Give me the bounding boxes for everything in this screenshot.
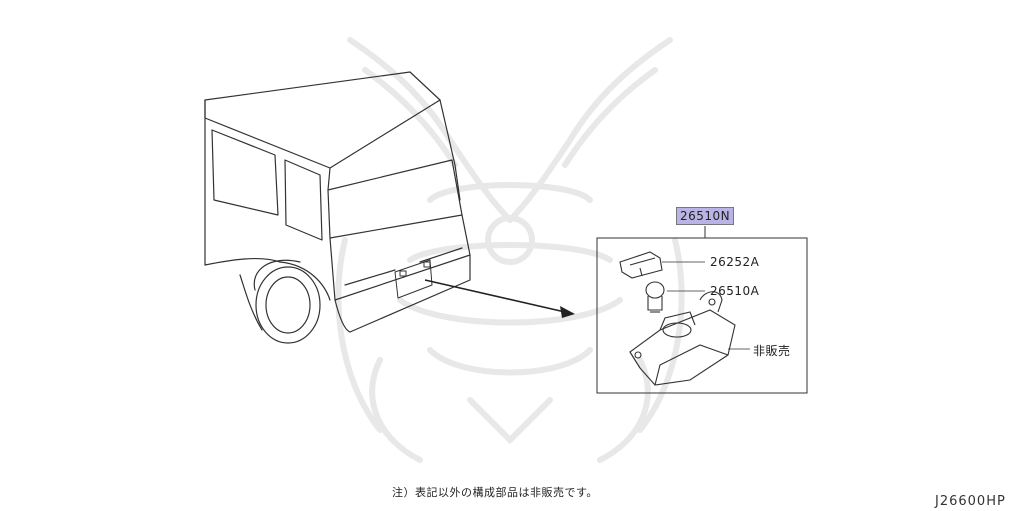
part-number-lamp[interactable]: 26510A bbox=[710, 284, 760, 298]
bulb-part bbox=[645, 281, 705, 313]
detail-arrow bbox=[424, 279, 575, 318]
not-sold-label: 非販売 bbox=[753, 344, 791, 358]
part-number-bulb-socket[interactable]: 26252A bbox=[710, 255, 760, 269]
footer-note: 注）表記以外の構成部品は非販売です。 bbox=[392, 486, 598, 499]
main-part-number[interactable]: 26510N bbox=[676, 207, 735, 225]
bulb-socket-part bbox=[619, 251, 705, 279]
detail-box bbox=[596, 237, 808, 394]
diagram-code: J26600HP bbox=[935, 494, 1006, 509]
watermark-emblem bbox=[335, 37, 685, 463]
vehicle-rear-illustration bbox=[204, 71, 471, 344]
lamp-housing-part bbox=[629, 291, 750, 386]
